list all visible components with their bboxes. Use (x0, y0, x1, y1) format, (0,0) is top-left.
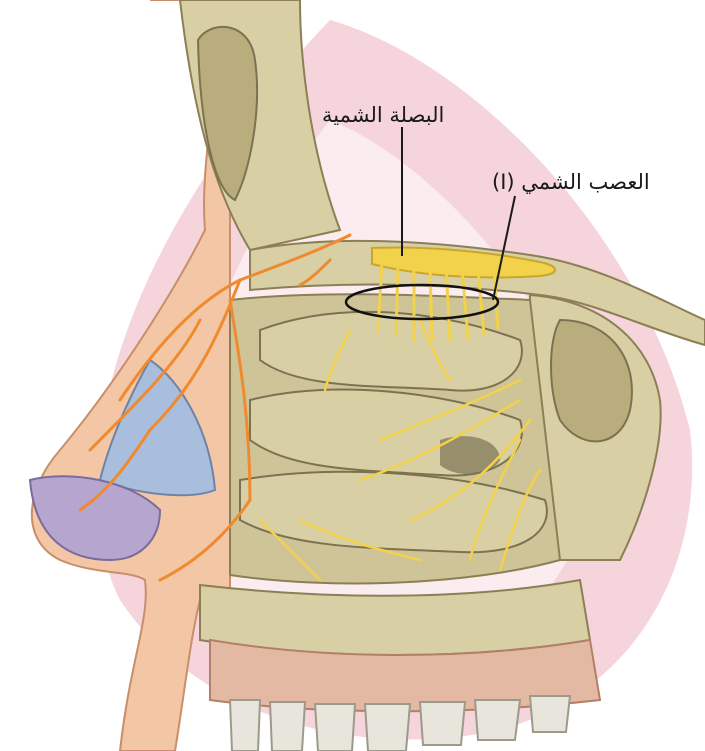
tooth (270, 702, 305, 751)
tooth (420, 702, 465, 745)
tooth (365, 704, 410, 751)
tooth (230, 700, 260, 751)
tooth (530, 696, 570, 732)
tooth (475, 700, 520, 740)
olfactory-nerve-label: العصب الشمي (I) (492, 170, 650, 194)
olfactory-bulb-label: البصلة الشمية (322, 103, 444, 127)
tooth (315, 704, 355, 751)
